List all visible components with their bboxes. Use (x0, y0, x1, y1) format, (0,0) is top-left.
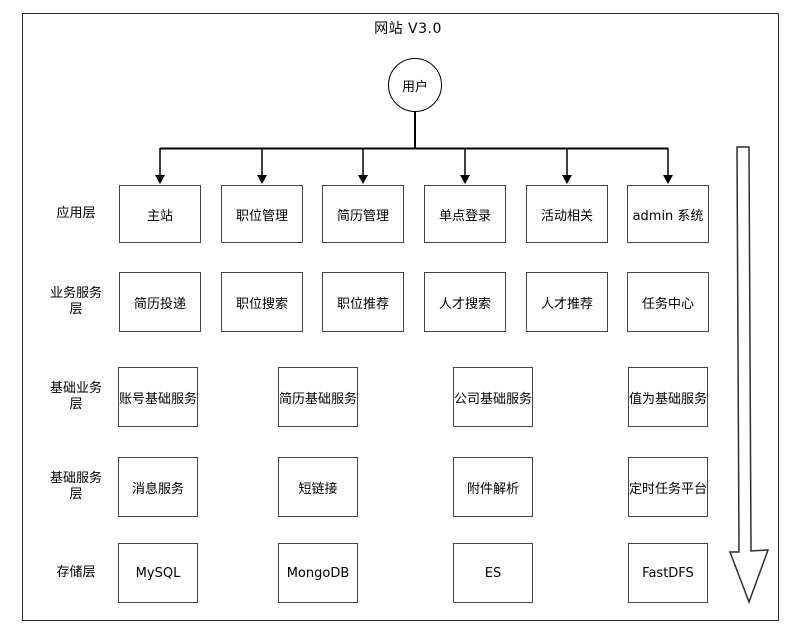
label-base-service-layer: 基础服务层 (30, 457, 122, 517)
node-message-service: 消息服务 (118, 457, 198, 517)
label-storage-layer: 存储层 (30, 543, 122, 603)
node-resume-base-service: 简历基础服务 (278, 367, 358, 427)
label-business-service-layer: 业务服务层 (30, 272, 122, 332)
node-task-center: 任务中心 (627, 272, 709, 332)
node-company-base-service: 公司基础服务 (453, 367, 533, 427)
label-text: 基础服务层 (49, 470, 102, 502)
label-text: 存储层 (56, 564, 96, 580)
node-short-link: 短链接 (278, 457, 358, 517)
node-admin-system: admin 系统 (627, 185, 709, 243)
label-application-layer: 应用层 (30, 185, 122, 243)
node-activity-related: 活动相关 (526, 185, 608, 243)
node-attachment-parse: 附件解析 (453, 457, 533, 517)
node-mysql: MySQL (118, 543, 198, 603)
node-account-base-service: 账号基础服务 (118, 367, 198, 427)
node-job-management: 职位管理 (221, 185, 303, 243)
node-resume-delivery: 简历投递 (119, 272, 201, 332)
node-main-site: 主站 (119, 185, 201, 243)
node-scheduled-task-platform: 定时任务平台 (628, 457, 708, 517)
node-resume-management: 简历管理 (322, 185, 404, 243)
label-text: 业务服务层 (49, 285, 102, 317)
label-base-business-layer: 基础业务层 (30, 367, 122, 427)
node-fastdfs: FastDFS (628, 543, 708, 603)
label-text: 基础业务层 (49, 380, 102, 412)
label-text: 应用层 (56, 205, 96, 221)
node-talent-recommend: 人才推荐 (526, 272, 608, 332)
user-node-label: 用户 (401, 79, 428, 95)
node-es: ES (453, 543, 533, 603)
diagram-title: 网站 V3.0 (374, 21, 442, 37)
node-mongodb: MongoDB (278, 543, 358, 603)
node-job-recommend: 职位推荐 (322, 272, 404, 332)
node-single-sign-on: 单点登录 (424, 185, 506, 243)
node-talent-search: 人才搜索 (424, 272, 506, 332)
node-value-base-service: 值为基础服务 (628, 367, 708, 427)
user-node: 用户 (388, 58, 442, 112)
node-job-search: 职位搜索 (221, 272, 303, 332)
